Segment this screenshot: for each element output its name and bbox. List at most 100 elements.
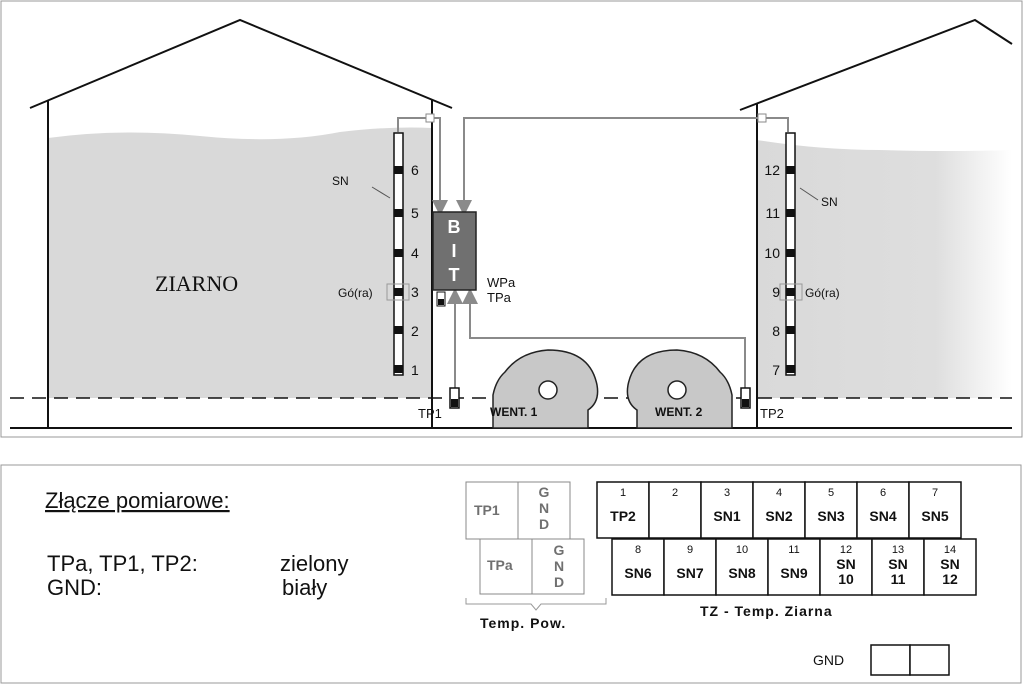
tz-cell-number: 3 (724, 487, 730, 499)
tz-cell-label: SN8 (728, 565, 755, 581)
tz-cell-label: SN3 (817, 508, 844, 524)
sn-pointer-left (371, 186, 391, 199)
wire-junction-right (757, 113, 767, 123)
sn-label-right: SN (821, 195, 838, 209)
tz-cell-number: 5 (828, 487, 834, 499)
tz-cell-number: 13 (892, 544, 904, 556)
svg-text:N: N (554, 558, 564, 574)
tz-cell-number: 12 (840, 544, 852, 556)
svg-text:D: D (554, 574, 564, 590)
svg-text:D: D (539, 516, 549, 532)
svg-text:G: G (539, 484, 550, 500)
temp-pow-label: Temp. Pow. (480, 615, 566, 631)
bit-letters: B I T (448, 217, 461, 285)
tz-cell-label: SN1 (713, 508, 740, 524)
wire-junction-left (425, 113, 435, 123)
tp1-sensor (449, 387, 460, 409)
tz-cell (752, 481, 806, 539)
sensor-num: 8 (772, 323, 780, 339)
fan-1-label: WENT. 1 (490, 405, 538, 419)
sensor-num: 10 (764, 245, 780, 261)
tz-cell-number: 10 (736, 544, 748, 556)
tz-cell (596, 481, 650, 539)
tz-cell (715, 538, 769, 596)
grain-left (48, 127, 432, 398)
tz-cell-number: 7 (932, 487, 938, 499)
tz-cell-number: 2 (672, 487, 678, 499)
tz-cell-label: SN4 (869, 508, 896, 524)
sensor-num: 1 (411, 362, 419, 378)
tz-cell (908, 481, 962, 539)
gnd-letters-bottom: G N D (554, 542, 565, 590)
fan-2-hub (667, 380, 687, 400)
wire-tp2 (462, 288, 746, 390)
tz-cell-number: 11 (788, 544, 799, 556)
tz-cell-label: SN9 (780, 565, 807, 581)
tz-cell (611, 538, 665, 596)
legend-row2-left: GND: (47, 575, 102, 600)
sensor-num: 2 (411, 323, 419, 339)
bit-unit (432, 211, 477, 291)
legend-row1-left: TPa, TP1, TP2: (47, 551, 198, 576)
roof-right (739, 18, 1013, 111)
gnd-cell (909, 644, 950, 676)
fan-1-hub (538, 380, 558, 400)
wire-right-probe (456, 117, 789, 216)
gnd-cell (870, 644, 911, 676)
sensor-num: 9 (772, 284, 780, 300)
sn-pointer-right (799, 187, 819, 201)
bit-letter: T (449, 265, 460, 285)
gnd-letters-top: G N D (539, 484, 550, 532)
tz-cell-number: 9 (687, 544, 693, 556)
tz-cell-number: 8 (635, 544, 641, 556)
sensor-num: 6 (411, 162, 419, 178)
sensor-num: 5 (411, 205, 419, 221)
gnd-label: GND (813, 652, 844, 668)
tz-cell (700, 481, 754, 539)
tz-cell (804, 481, 858, 539)
legend-row1-right: zielony (280, 551, 348, 576)
tp1-label: TP1 (418, 406, 442, 421)
probe-right-sensors (786, 166, 795, 373)
temp-pow-connector (465, 481, 585, 595)
tz-label: TZ - Temp. Ziarna (700, 603, 833, 619)
grain-label: ZIARNO (155, 271, 238, 296)
sensor-label-right: Gó(ra) (805, 286, 840, 300)
roof-left (29, 18, 453, 109)
bit-label-wpa: WPa (487, 275, 516, 290)
tz-cell-label: TP2 (610, 508, 636, 524)
conn-tp1: TP1 (474, 502, 500, 518)
bit-letter: I (451, 241, 456, 261)
tz-cell-number: 1 (620, 487, 626, 499)
tz-cell-label: SN5 (921, 508, 948, 524)
probe-right-numbers: 12 11 10 9 8 7 (764, 162, 780, 378)
legend-title: Złącze pomiarowe: (45, 488, 230, 513)
grain-right (757, 140, 1012, 398)
sensor-num: 4 (411, 245, 419, 261)
sensor-num: 3 (411, 284, 419, 300)
tz-cell-label: SN2 (765, 508, 792, 524)
tz-cell-label: SN6 (624, 565, 651, 581)
probe-left-numbers: 6 5 4 3 2 1 (411, 162, 419, 378)
sensor-label-left: Gó(ra) (338, 286, 373, 300)
sn-label-left: SN (332, 174, 349, 188)
probe-left-highlight (386, 283, 410, 301)
tz-cell (648, 481, 702, 539)
svg-text:G: G (554, 542, 565, 558)
tz-cell-number: 6 (880, 487, 886, 499)
bit-label-tpa: TPa (487, 290, 512, 305)
tz-cell (819, 538, 873, 596)
probe-left-sensors (394, 166, 403, 373)
svg-text:N: N (539, 500, 549, 516)
tz-cell-label: SN7 (676, 565, 703, 581)
tz-cell (663, 538, 717, 596)
fan-2-label: WENT. 2 (655, 405, 703, 419)
tp2-sensor (740, 387, 751, 409)
wire-left-probe (397, 117, 448, 216)
tz-cell (767, 538, 821, 596)
